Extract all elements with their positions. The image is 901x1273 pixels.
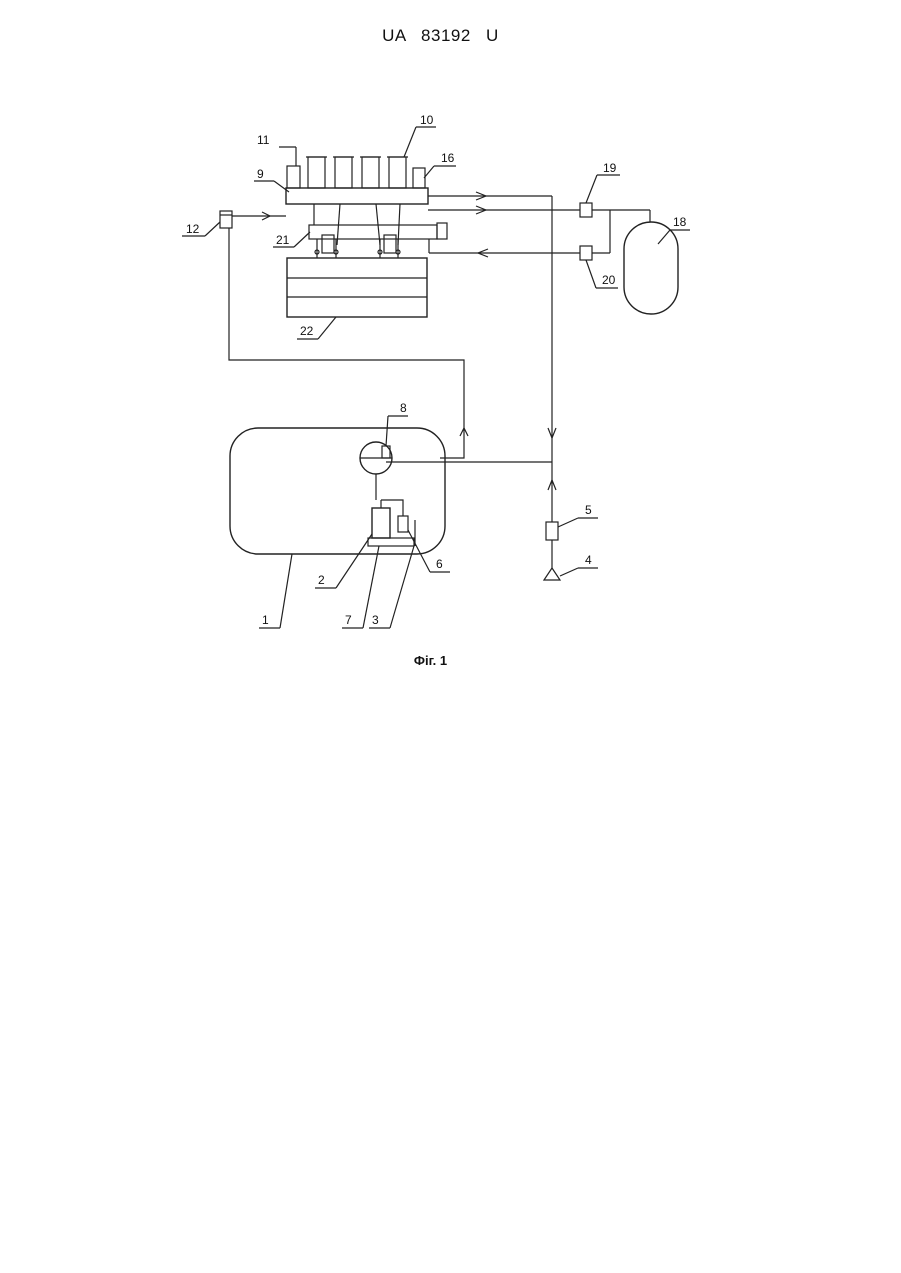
- figure-caption: Фіг. 1: [0, 653, 861, 668]
- label-16: 16: [441, 151, 455, 165]
- label-20: 20: [602, 273, 616, 287]
- label-5: 5: [585, 503, 592, 517]
- labels: 11 10 9 16 12 21 22 19 20 18 8 5: [182, 113, 690, 628]
- valve-19: [580, 203, 592, 217]
- label-7: 7: [345, 613, 352, 627]
- label-18: 18: [673, 215, 687, 229]
- label-2: 2: [318, 573, 325, 587]
- label-12: 12: [186, 222, 200, 236]
- pump-assembly: [368, 500, 415, 546]
- label-8: 8: [400, 401, 407, 415]
- label-6: 6: [436, 557, 443, 571]
- rail-end-16: [413, 168, 425, 188]
- label-10: 10: [420, 113, 434, 127]
- gas-cylinder-18: [624, 222, 678, 314]
- gas-manifold: [309, 204, 447, 258]
- label-11: 11: [257, 133, 270, 147]
- label-22: 22: [300, 324, 314, 338]
- engine-block: [287, 258, 427, 317]
- pressure-sensor-11: [287, 166, 300, 188]
- inlet-4: [544, 568, 560, 580]
- fuel-rail: [286, 188, 428, 204]
- fuel-tank-1: [230, 428, 445, 554]
- filter-5: [546, 522, 558, 540]
- fuel-system-diagram: 11 10 9 16 12 21 22 19 20 18 8 5: [0, 0, 901, 700]
- valve-20: [580, 246, 592, 260]
- label-9: 9: [257, 167, 264, 181]
- label-4: 4: [585, 553, 592, 567]
- injectors: [306, 157, 408, 188]
- label-1: 1: [262, 613, 269, 627]
- label-3: 3: [372, 613, 379, 627]
- filter-12: [220, 211, 232, 228]
- return-line: [229, 228, 464, 458]
- label-19: 19: [603, 161, 617, 175]
- label-21: 21: [276, 233, 290, 247]
